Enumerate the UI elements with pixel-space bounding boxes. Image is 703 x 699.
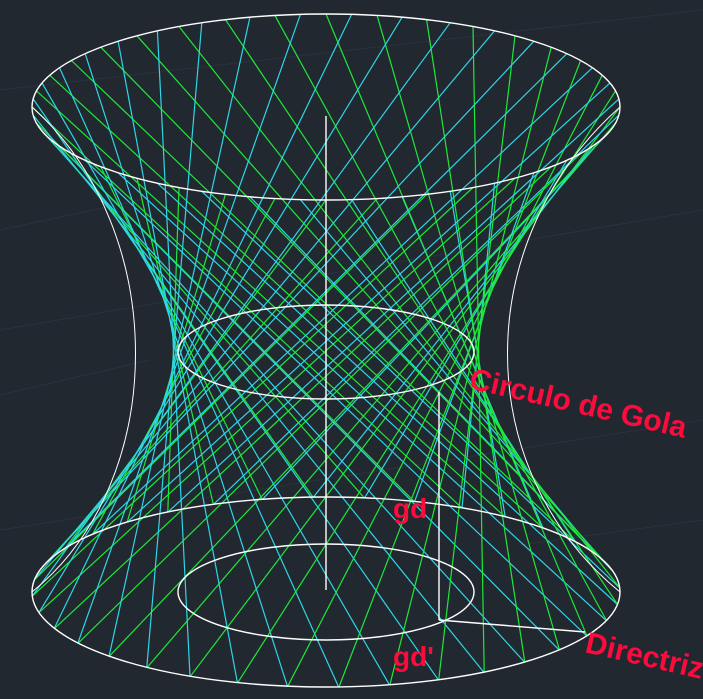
green-ruling-line <box>54 166 552 629</box>
cyan-ruling-line <box>84 159 588 637</box>
cyan-ruling-line <box>31 22 451 597</box>
cyan-ruling-line <box>108 17 251 657</box>
green-ruling-line <box>472 26 485 673</box>
cyan-ruling-line <box>38 16 403 613</box>
cyan-ruling-line <box>45 40 535 564</box>
green-ruling-line <box>100 46 598 557</box>
green-ruling-line <box>287 74 603 687</box>
cyan-ruling-line <box>34 30 496 580</box>
green-ruling-line <box>136 35 614 572</box>
green-ruling-line <box>70 60 575 542</box>
grid-line <box>0 199 141 231</box>
cyan-ruling-line <box>77 14 301 644</box>
green-ruling-line <box>325 13 588 637</box>
green-ruling-line <box>49 74 544 529</box>
green-ruling-line <box>274 15 608 621</box>
left-hyperbola-silhouette <box>31 106 136 593</box>
cyan-ruling-line <box>156 182 618 605</box>
cyan-ruling-line <box>53 14 353 629</box>
right-hyperbola-silhouette <box>507 106 621 593</box>
green-ruling-line <box>376 15 560 650</box>
directrix-leader-line <box>438 619 586 633</box>
grid-line <box>0 359 151 396</box>
green-ruling-line <box>224 19 618 605</box>
green-ruling-line <box>389 47 552 685</box>
green-ruling-line <box>426 19 526 663</box>
grid-line <box>0 419 703 531</box>
gd-prime-label: gd' <box>393 641 434 672</box>
green-ruling-line <box>438 35 516 680</box>
directrix-label: Directriz <box>582 627 703 686</box>
cyan-ruling-line <box>92 67 593 535</box>
green-ruling-line <box>100 166 263 500</box>
gd-label: gd <box>393 493 427 524</box>
cyan-ruling-line <box>64 53 568 549</box>
cyan-ruling-line <box>364 159 568 499</box>
grid-line <box>0 209 703 331</box>
cyan-ruling-line <box>201 190 621 589</box>
grid-line <box>519 519 703 546</box>
green-ruling-line <box>36 122 415 502</box>
cyan-ruling-line <box>312 145 593 498</box>
green-ruling-line <box>31 187 474 597</box>
throat-circle-label: Circulo de Gola <box>466 363 690 445</box>
grid-line <box>0 9 703 91</box>
green-ruling-line <box>178 26 621 589</box>
cyan-ruling-line <box>262 130 611 500</box>
cyan-ruling-line <box>213 114 620 505</box>
cyan-ruling-line <box>127 82 611 523</box>
green-ruling-line <box>36 90 506 518</box>
green-ruling-line <box>338 60 582 688</box>
cyan-ruling-line <box>167 98 620 513</box>
cyan-ruling-line <box>58 67 340 688</box>
cyan-ruling-line <box>146 22 203 668</box>
green-ruling-line <box>38 177 516 614</box>
green-ruling-line <box>31 106 463 509</box>
hyperboloid-outlines <box>31 13 621 688</box>
green-ruling-line <box>126 194 226 523</box>
